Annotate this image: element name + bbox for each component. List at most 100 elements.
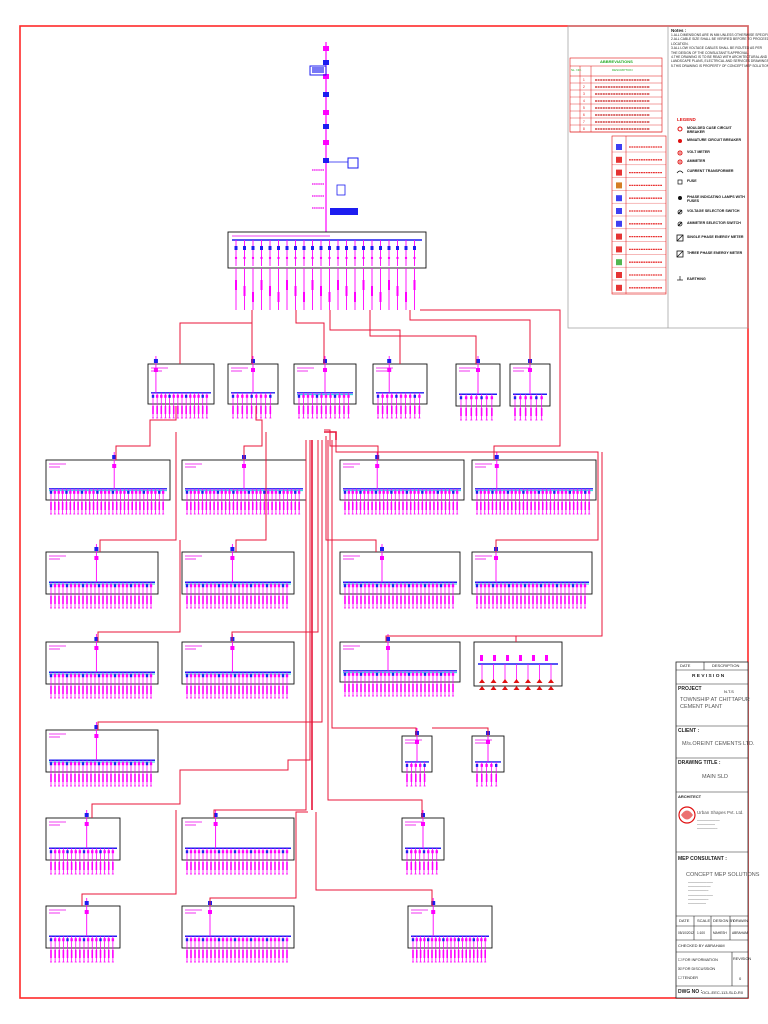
db-1-cable-tag	[152, 406, 154, 414]
outgoing-node	[353, 256, 357, 260]
panel-a1-breaker	[49, 490, 53, 494]
panel-i2-breaker	[285, 938, 289, 942]
panel-g1-cable-tag	[58, 774, 60, 782]
panel-b1-breaker	[409, 490, 412, 494]
incomer-device	[323, 60, 329, 65]
panel-d2-breaker	[523, 584, 527, 588]
title-block-frame	[675, 661, 749, 999]
feeder-panel-g1	[97, 440, 323, 730]
panel-c2-cable-tag	[206, 596, 208, 604]
panel-d2-cable-tag	[576, 596, 578, 604]
panel-h2-breaker	[225, 850, 229, 854]
outgoing-node	[302, 256, 306, 260]
panel-g1-breaker	[133, 762, 137, 766]
panel-g1-breaker	[101, 762, 105, 766]
cable-label	[388, 280, 390, 290]
panel-e2-cable-tag	[222, 686, 224, 694]
panel-a1-breaker	[100, 490, 103, 494]
db-5-cable-tag	[485, 408, 488, 416]
panel-h2-breaker	[273, 850, 277, 854]
panel-a1-cable-tag	[162, 502, 164, 510]
db-3-breaker	[329, 394, 332, 398]
panel-b1-breaker	[448, 490, 451, 494]
panel-f1-cable-tag	[380, 684, 382, 692]
db-2-breaker	[231, 394, 235, 398]
panel-h1-breaker	[86, 850, 90, 854]
panel-a2-breaker	[251, 490, 254, 494]
panel-e1-cable-tag	[86, 686, 88, 694]
panel-a1-breaker	[142, 490, 145, 494]
panel-b1-breaker	[436, 490, 439, 494]
panel-c2-cable-tag	[194, 596, 196, 604]
db-2	[227, 356, 279, 419]
panel-a1-cable-tag	[96, 502, 99, 510]
db-4-breaker	[409, 394, 412, 398]
panel-c1-breaker	[145, 584, 149, 588]
panel-e2-breaker	[257, 674, 261, 678]
panel-b2-breaker	[491, 490, 494, 494]
panel-d2-breaker	[559, 584, 563, 588]
panel-e2-breaker	[201, 674, 205, 678]
panel-a2-cable-tag	[271, 502, 273, 510]
panel-i1-cable-tag	[87, 950, 89, 958]
db-3-cable-tag	[298, 406, 300, 414]
panel-c2-cable-tag	[198, 596, 200, 604]
tb-status-3: ☐ TENDER	[678, 976, 699, 980]
db-1	[147, 356, 215, 419]
panel-i2-breaker	[189, 938, 193, 942]
panel-c2-incomer-breaker	[230, 547, 235, 551]
panel-i2-breaker	[269, 938, 273, 942]
outgoing-breaker	[251, 246, 255, 250]
panel-a1-cable-tag	[119, 502, 122, 510]
panel-b2-cable-tag	[549, 502, 552, 510]
outgoing-node	[234, 256, 238, 260]
panel-g1-breaker	[69, 762, 73, 766]
panel-e2-breaker	[213, 674, 217, 678]
outgoing-breaker	[302, 246, 306, 250]
notes-block: Notes : 1.ALL DIMENSIONS ARE IN MM UNLES…	[671, 28, 768, 68]
tb-status-2-text: FOR DISCUSSION	[682, 967, 716, 971]
panel-c2-breaker	[205, 584, 209, 588]
panel-e2-cable-tag	[190, 686, 192, 694]
legend-row-icon	[616, 144, 622, 150]
panel-f1-breaker	[395, 672, 399, 676]
db-2-cable-tag	[264, 406, 267, 414]
panel-h2-incomer-meter	[213, 822, 218, 826]
panel-b1-cable-tag	[355, 502, 358, 510]
panel-a2-breaker	[290, 490, 293, 494]
panel-g1-cable-tag	[110, 774, 112, 782]
panel-h2-cable-tag	[186, 862, 188, 870]
panel-e2-breaker	[205, 674, 209, 678]
panel-d2-incomer-meter	[494, 556, 498, 560]
panel-a2-cable-tag	[255, 502, 258, 510]
panel-d1-breaker	[451, 584, 455, 588]
outgoing-breaker	[362, 246, 365, 250]
db-3-breaker	[324, 394, 328, 398]
db-5-incomer-meter	[476, 368, 480, 372]
panel-i1-cable-tag	[79, 950, 81, 958]
panel-e1-breaker	[113, 674, 117, 678]
panel-h1-incomer-breaker	[84, 813, 89, 817]
db-4-cable-tag	[395, 406, 398, 414]
panel-e2-breaker	[249, 674, 253, 678]
panel-a2-cable-tag	[240, 502, 242, 510]
panel-h2-cable-tag	[270, 862, 272, 870]
panel-c1-cable-tag	[66, 596, 68, 604]
panel-e2	[181, 634, 295, 699]
panel-i3-cable-tag	[446, 950, 448, 958]
panel-a2-cable-tag	[236, 502, 239, 510]
panel-h2-cable-tag	[282, 862, 284, 870]
cable-label	[243, 286, 246, 296]
panel-h2-breaker	[209, 850, 213, 854]
panel-i3-breaker	[472, 938, 475, 942]
panel-h2-breaker	[237, 850, 241, 854]
panel-b2-breaker	[564, 490, 568, 494]
panel-c1-cable-tag	[134, 596, 136, 604]
db-2-breaker	[264, 394, 267, 398]
panel-d2-cable-tag	[584, 596, 586, 604]
tb-project-name-1: TOWNSHIP AT CHITTAPUR	[680, 697, 750, 703]
panel-e1	[45, 634, 159, 699]
tb-drawing-title-label: DRAWING TITLE :	[678, 760, 721, 766]
panel-d2-breaker	[555, 584, 559, 588]
panel-i2-breaker	[245, 938, 249, 942]
